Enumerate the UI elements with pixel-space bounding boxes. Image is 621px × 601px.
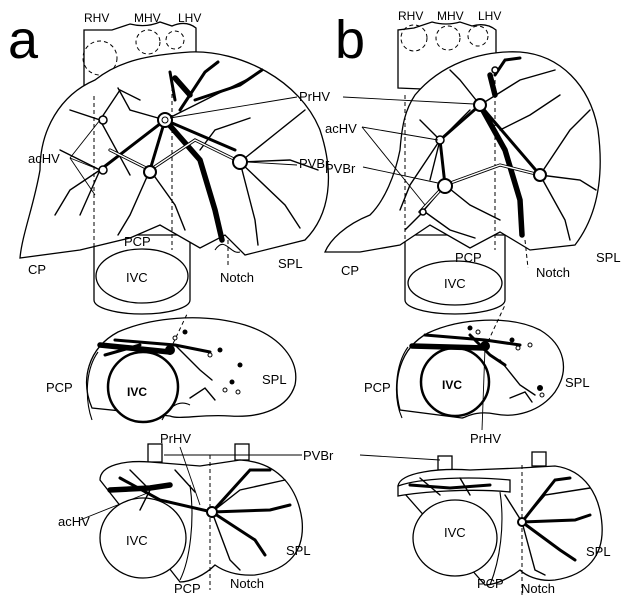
liver-outline-b bbox=[325, 52, 600, 252]
label-achv-a-bot: acHV bbox=[58, 514, 90, 529]
label-prhv-b-bot: PrHV bbox=[470, 431, 501, 446]
label-notch-b: Notch bbox=[536, 265, 570, 280]
label-spl-a-bot: SPL bbox=[286, 543, 311, 558]
label-ivc-b-mid: IVC bbox=[442, 378, 462, 392]
label-spl-a: SPL bbox=[278, 256, 303, 271]
panel-b-middle-section bbox=[396, 305, 563, 430]
label-pcp-a-mid: PCP bbox=[46, 380, 73, 395]
label-rhv-b: RHV bbox=[398, 9, 423, 23]
label-pcp-b-mid: PCP bbox=[364, 380, 391, 395]
label-pcp-b-bot: PCP bbox=[477, 576, 504, 591]
label-spl-b-mid: SPL bbox=[565, 375, 590, 390]
label-notch-a-bot: Notch bbox=[230, 576, 264, 591]
label-pvbr-bottom-shared: PVBr bbox=[303, 448, 334, 463]
label-pvbr-b: PVBr bbox=[325, 161, 356, 176]
label-spl-b-bot: SPL bbox=[586, 544, 611, 559]
label-rhv-a: RHV bbox=[84, 11, 109, 25]
label-spl-b: SPL bbox=[596, 250, 621, 265]
label-cp-a: CP bbox=[28, 262, 46, 277]
label-lhv-a: LHV bbox=[178, 11, 201, 25]
label-prhv-a-bot: PrHV bbox=[160, 431, 191, 446]
label-achv-b: acHV bbox=[325, 121, 357, 136]
label-pcp-a-bot: PCP bbox=[174, 581, 201, 596]
label-mhv-b: MHV bbox=[437, 9, 464, 23]
label-prhv-a: PrHV bbox=[299, 89, 330, 104]
label-notch-b-bot: Notch bbox=[521, 581, 555, 596]
panel-a-letter: a bbox=[8, 10, 39, 70]
label-cp-b: CP bbox=[341, 263, 359, 278]
panel-a: a bbox=[8, 10, 330, 596]
label-pcp-a: PCP bbox=[124, 234, 151, 249]
label-achv-a: acHV bbox=[28, 151, 60, 166]
vein-stub-left bbox=[148, 444, 162, 462]
label-spl-a-mid: SPL bbox=[262, 372, 287, 387]
panel-b-letter: b bbox=[335, 10, 365, 70]
label-lhv-b: LHV bbox=[478, 9, 501, 23]
vein-stub-right bbox=[235, 444, 249, 460]
label-ivc-a-bot: IVC bbox=[126, 533, 148, 548]
vein-stub-right-b bbox=[532, 452, 546, 466]
label-ivc-b-bot: IVC bbox=[444, 525, 466, 540]
label-ivc-b: IVC bbox=[444, 276, 466, 291]
panel-a-bottom-posterior bbox=[80, 444, 302, 590]
vein-stub-left-b bbox=[438, 456, 452, 470]
panel-a-middle-section bbox=[87, 312, 296, 422]
panel-b-bottom-posterior bbox=[360, 452, 602, 595]
label-mhv-a: MHV bbox=[134, 11, 161, 25]
label-ivc-a-mid: IVC bbox=[127, 385, 147, 399]
label-notch-a: Notch bbox=[220, 270, 254, 285]
label-ivc-a: IVC bbox=[126, 270, 148, 285]
label-pcp-b: PCP bbox=[455, 250, 482, 265]
panel-b: b bbox=[325, 9, 621, 596]
